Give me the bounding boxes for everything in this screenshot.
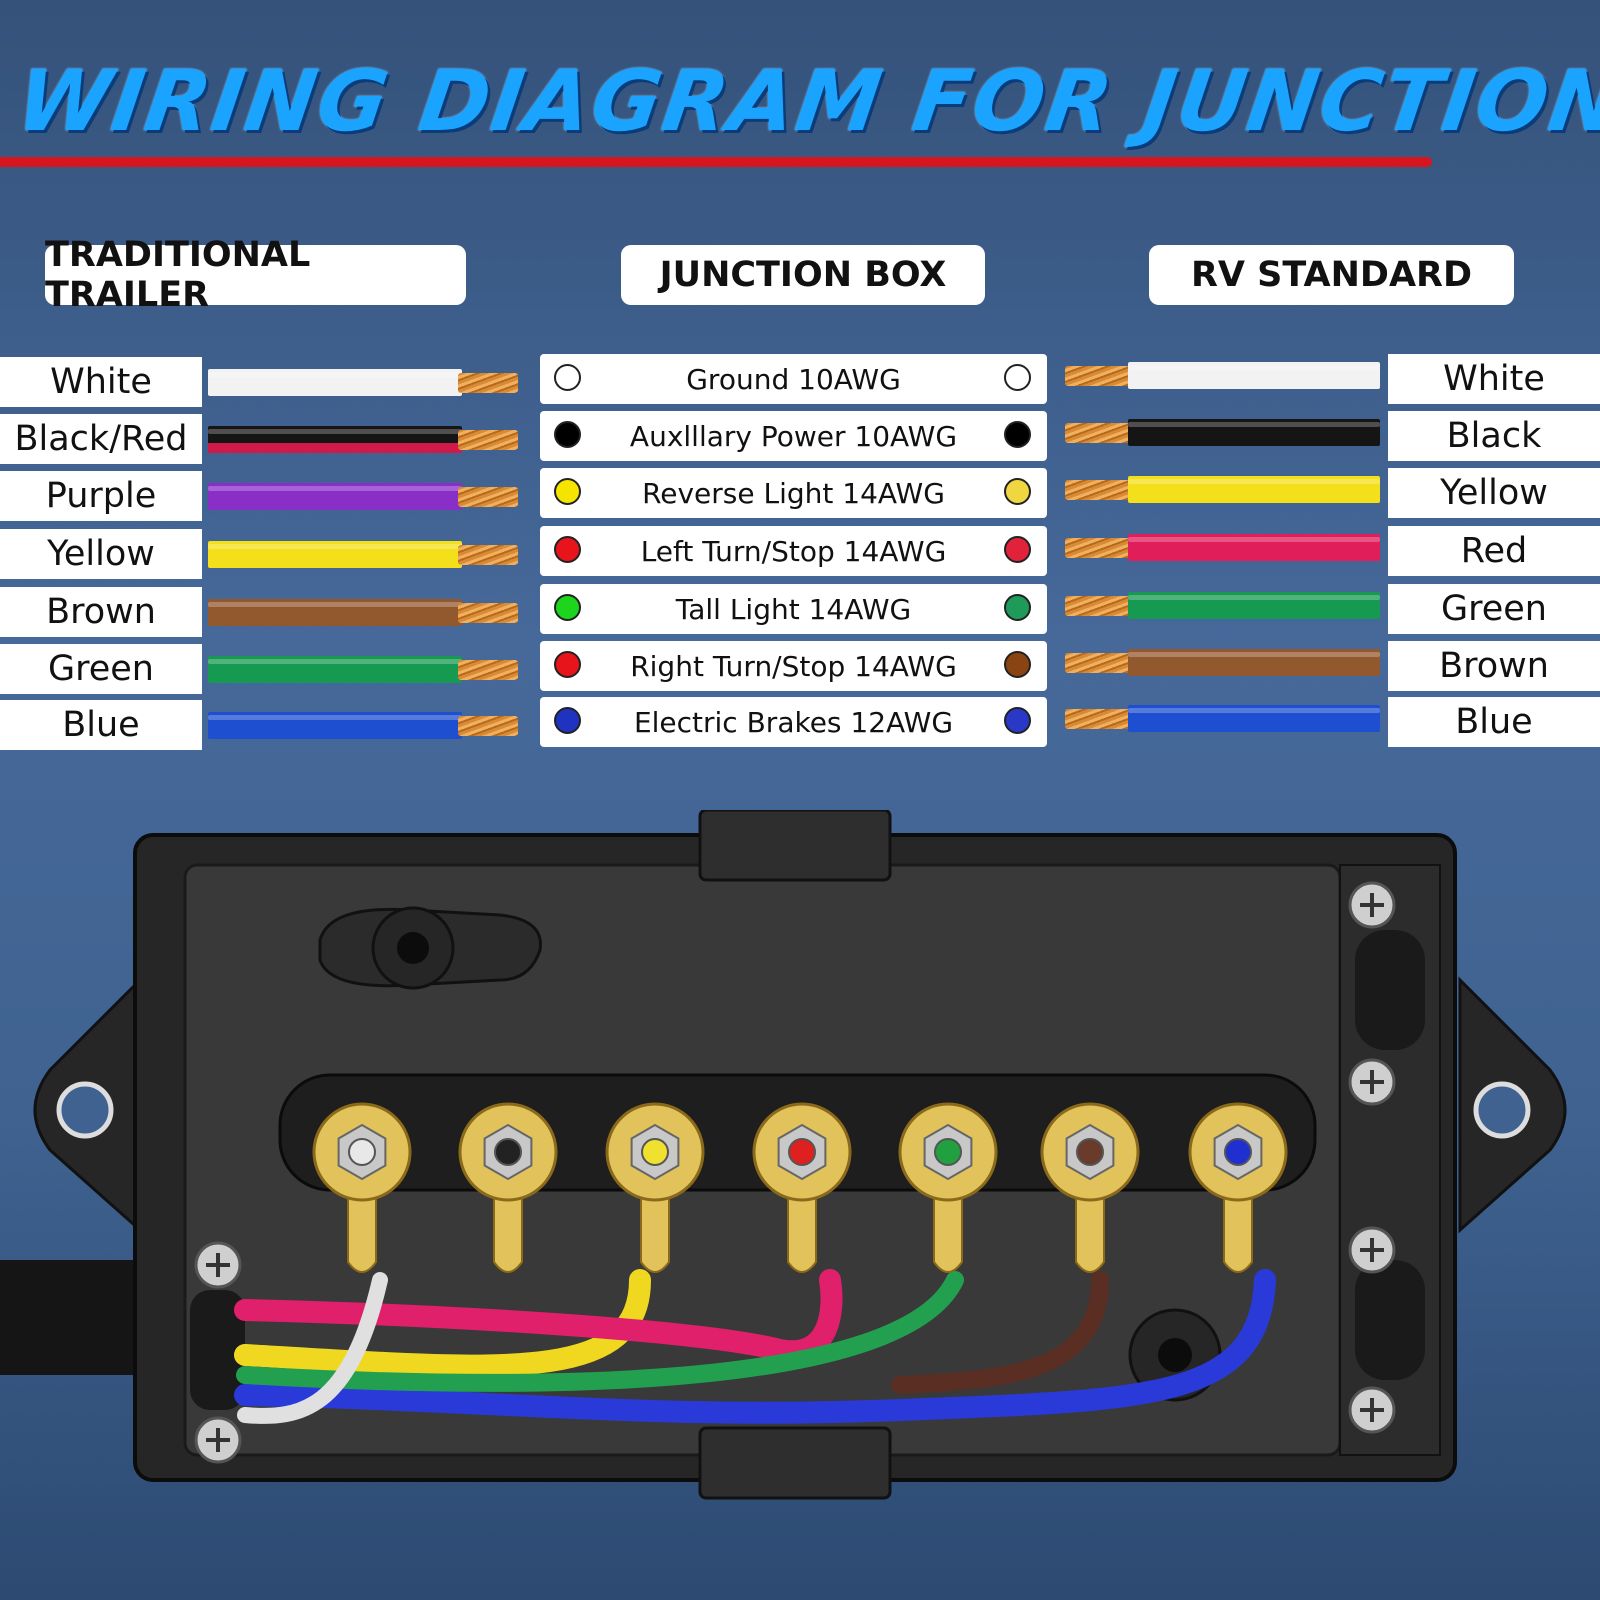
rv-wire	[1128, 592, 1380, 619]
rv-label: Green	[1388, 584, 1600, 634]
terminal-post	[458, 1102, 558, 1273]
trailer-label: Purple	[0, 471, 202, 521]
circuit-label: Left Turn/Stop 14AWG	[640, 534, 947, 568]
right-clamp-lower	[1355, 1260, 1425, 1380]
trailer-wire-strands	[458, 430, 518, 450]
junction-row: Reverse Light 14AWG	[540, 468, 1047, 518]
circuit-label: Ground 10AWG	[686, 362, 901, 396]
color-dot-left	[554, 651, 581, 678]
junction-row: Ground 10AWG	[540, 354, 1047, 404]
rv-wire	[1128, 476, 1380, 503]
trailer-label: Yellow	[0, 529, 202, 579]
color-dot-right	[1004, 707, 1031, 734]
rv-wire-strands	[1065, 423, 1130, 443]
title-underline	[0, 157, 1432, 167]
rv-label: Yellow	[1388, 468, 1600, 518]
trailer-wire-strands	[458, 545, 518, 565]
circuit-label: Reverse Light 14AWG	[642, 476, 945, 510]
junction-row: Right Turn/Stop 14AWG	[540, 641, 1047, 691]
junction-row: Electric Brakes 12AWG	[540, 697, 1047, 747]
page-title: WIRING DIAGRAM FOR JUNCTION BOX	[11, 52, 1600, 150]
color-dot-right	[1004, 364, 1031, 391]
terminal-post	[752, 1102, 852, 1273]
color-dot-left	[554, 536, 581, 563]
trailer-label: White	[0, 357, 202, 407]
left-clamp	[190, 1290, 245, 1410]
terminal-post	[1188, 1102, 1288, 1273]
color-dot-right	[1004, 421, 1031, 448]
trailer-wire-stripe	[208, 443, 462, 453]
rv-wire-strands	[1065, 653, 1130, 673]
trailer-wire	[208, 483, 462, 510]
junction-row: Auxlllary Power 10AWG	[540, 411, 1047, 461]
color-dot-left	[554, 421, 581, 448]
internal-wires	[234, 1269, 1276, 1424]
trailer-label: Black/Red	[0, 414, 202, 464]
right-mounting-hole	[1473, 1081, 1531, 1139]
color-dot-right	[1004, 536, 1031, 563]
rv-wire	[1128, 705, 1380, 732]
junction-box-illustration	[0, 810, 1567, 1500]
trailer-wire	[208, 541, 462, 568]
circuit-label: Auxlllary Power 10AWG	[629, 419, 958, 453]
circuit-label: Right Turn/Stop 14AWG	[630, 649, 957, 683]
terminals	[312, 1102, 1288, 1273]
trailer-label: Blue	[0, 700, 202, 750]
rv-label: Brown	[1388, 641, 1600, 691]
trailer-label: Green	[0, 644, 202, 694]
terminal-post	[898, 1102, 998, 1273]
top-latch	[698, 810, 892, 882]
trailer-wire	[208, 712, 462, 739]
rv-label: Black	[1388, 411, 1600, 461]
trailer-wire-strands	[458, 373, 518, 393]
color-dot-left	[554, 364, 581, 391]
rv-label: Blue	[1388, 697, 1600, 747]
rv-wire-strands	[1065, 480, 1130, 500]
rv-label: Red	[1388, 526, 1600, 576]
header-rv-standard: RV STANDARD	[1149, 245, 1514, 305]
rv-wire-strands	[1065, 709, 1130, 729]
trailer-wire	[208, 369, 462, 396]
trailer-wire-strands	[458, 716, 518, 736]
color-dot-right	[1004, 478, 1031, 505]
rv-wire	[1128, 649, 1380, 676]
trailer-label: Brown	[0, 587, 202, 637]
circuit-label: Tall Light 14AWG	[675, 592, 912, 626]
trailer-wire	[208, 599, 462, 626]
color-dot-right	[1004, 651, 1031, 678]
trailer-wire	[208, 656, 462, 683]
color-dot-right	[1004, 594, 1031, 621]
circuit-label: Electric Brakes 12AWG	[633, 705, 954, 739]
rv-wire	[1128, 362, 1380, 389]
trailer-wire-strands	[458, 660, 518, 680]
terminal-post	[1040, 1102, 1140, 1273]
terminal-post	[605, 1102, 705, 1273]
left-mounting-hole	[56, 1081, 114, 1139]
screws	[194, 881, 1396, 1464]
header-junction-box: JUNCTION BOX	[621, 245, 985, 305]
rv-wire-strands	[1065, 366, 1130, 386]
color-dot-left	[554, 707, 581, 734]
bottom-latch	[698, 1426, 892, 1500]
rv-label: White	[1388, 354, 1600, 404]
color-dot-left	[554, 478, 581, 505]
terminal-post	[312, 1102, 412, 1273]
trailer-wire	[208, 426, 462, 453]
rv-wire	[1128, 534, 1380, 561]
trailer-wire-strands	[458, 487, 518, 507]
right-clamp-upper	[1355, 930, 1425, 1050]
rv-wire-strands	[1065, 538, 1130, 558]
rv-wire-strands	[1065, 596, 1130, 616]
color-dot-left	[554, 594, 581, 621]
rv-wire	[1128, 419, 1380, 446]
header-traditional-trailer: TRADITIONAL TRAILER	[45, 235, 466, 315]
junction-row: Left Turn/Stop 14AWG	[540, 526, 1047, 576]
junction-row: Tall Light 14AWG	[540, 584, 1047, 634]
trailer-wire-strands	[458, 603, 518, 623]
